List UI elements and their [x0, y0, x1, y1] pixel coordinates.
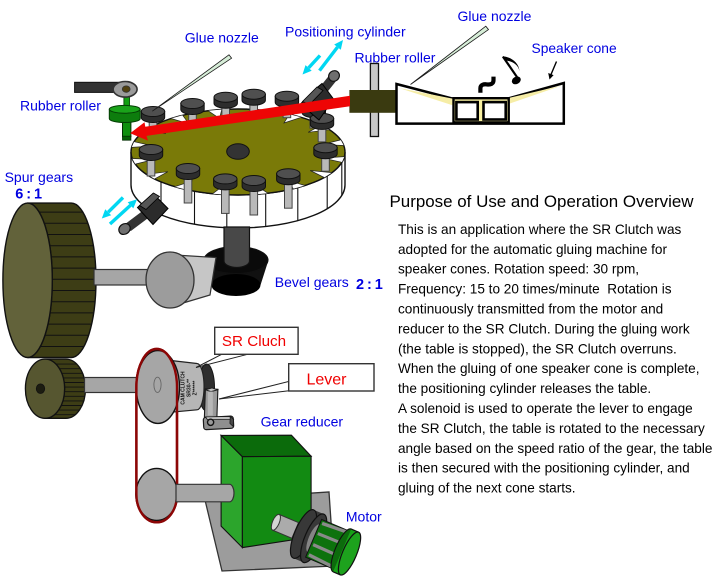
- svg-text:SR30-**: SR30-**: [187, 379, 193, 397]
- svg-text:Speaker cone: Speaker cone: [532, 41, 617, 56]
- svg-text:Gear reducer: Gear reducer: [261, 414, 344, 430]
- svg-text:This is an application where t: This is an application where the SR Clut…: [398, 222, 682, 237]
- svg-text:speaker cones. Rotation speed:: speaker cones. Rotation speed: 30 rpm,: [398, 262, 639, 277]
- svg-text:2 : 1: 2 : 1: [356, 277, 383, 293]
- svg-text:Bevel gears: Bevel gears: [275, 274, 349, 290]
- svg-text:is then secured with the posit: is then secured with the positioning cyl…: [398, 461, 690, 476]
- svg-text:6 : 1: 6 : 1: [15, 187, 42, 203]
- svg-text:gluing of the next cone starts: gluing of the next cone starts.: [398, 481, 576, 496]
- svg-text:adopted for the automatic glui: adopted for the automatic gluing machine…: [398, 242, 667, 257]
- svg-text:angle based on the speed ratio: angle based on the speed ratio of the ge…: [398, 441, 712, 456]
- svg-text:Glue nozzle: Glue nozzle: [185, 29, 259, 45]
- svg-text:the SR Clutch, the table is ro: the SR Clutch, the table is rotated to t…: [398, 421, 705, 436]
- svg-text:Lever: Lever: [306, 372, 347, 389]
- svg-text:continuously transmitted from: continuously transmitted from the motor …: [398, 302, 663, 317]
- svg-text:Motor: Motor: [346, 508, 382, 524]
- svg-text:the positioning cylinder relea: the positioning cylinder releases the ta…: [398, 381, 651, 396]
- svg-text:Rubber roller: Rubber roller: [20, 98, 101, 114]
- svg-text:reducer to the SR Clutch. Duri: reducer to the SR Clutch. During the glu…: [398, 321, 690, 336]
- svg-text:Purpose of Use and Operation O: Purpose of Use and Operation Overview: [390, 192, 695, 211]
- svg-text:SR Cluch: SR Cluch: [222, 333, 286, 350]
- svg-text:Glue nozzle: Glue nozzle: [458, 8, 532, 24]
- svg-text:Spur gears: Spur gears: [5, 169, 73, 185]
- svg-text:A solenoid is used to operate: A solenoid is used to operate the lever …: [398, 401, 693, 416]
- svg-text:Positioning cylinder: Positioning cylinder: [285, 23, 406, 39]
- svg-text:Rubber roller: Rubber roller: [355, 49, 436, 65]
- svg-text:Frequency: 15 to 20 times/minu: Frequency: 15 to 20 times/minute Rotatio…: [398, 282, 672, 297]
- svg-text:(the table is stopped), the SR: (the table is stopped), the SR Clutch ov…: [398, 341, 677, 356]
- svg-text:CAM CLUTCH: CAM CLUTCH: [181, 371, 187, 405]
- svg-text:When the gluing of one speaker: When the gluing of one speaker cone is c…: [398, 361, 700, 376]
- svg-text:Z******: Z******: [193, 381, 199, 396]
